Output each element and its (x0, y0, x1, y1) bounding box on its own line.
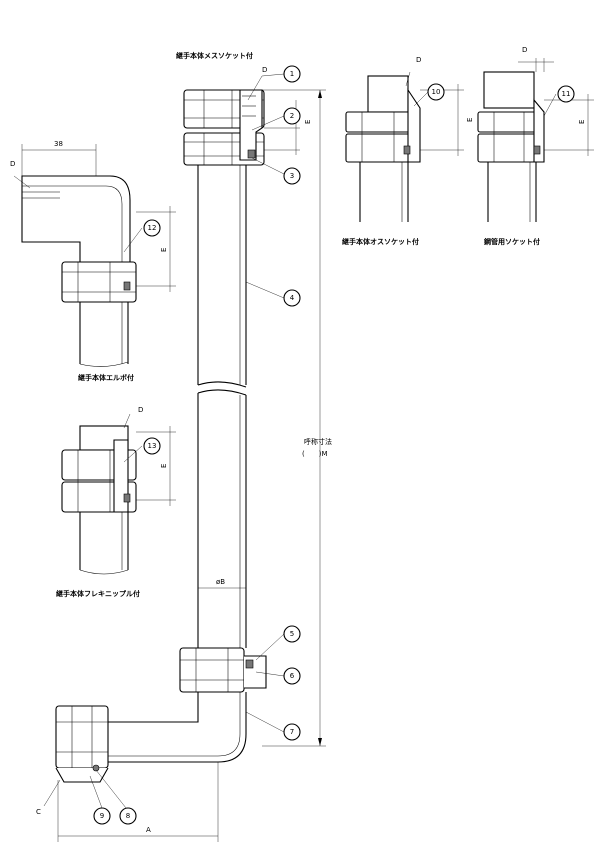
dim-nominal-label: 呼称寸法 (304, 437, 332, 446)
dim-e-elbow: E (160, 248, 168, 252)
caption-female-socket: 継手本体メスソケット付 (176, 51, 253, 60)
elbow-detail (21, 144, 176, 367)
dim-e-top: E (304, 120, 312, 124)
bottom-left-nut (55, 705, 109, 783)
main-assembly (55, 89, 326, 842)
dim-e-male: E (466, 118, 474, 122)
part-balloon-2: 2 (283, 107, 301, 125)
part-balloon-3: 3 (283, 167, 301, 185)
dim-d-male: D (416, 56, 421, 64)
svg-text:9: 9 (100, 812, 104, 820)
bottom-nut (179, 647, 267, 693)
flexible-nipple-detail (61, 425, 176, 575)
dim-corner-c: C (36, 808, 41, 816)
caption-steel-socket: 鋼管用ソケット付 (483, 237, 540, 246)
dim-e-steel: E (578, 120, 586, 124)
dim-nominal-value: ( )M (302, 450, 328, 458)
part-balloon-11: 11 (557, 85, 575, 103)
svg-text:12: 12 (148, 224, 157, 232)
part-balloons: 1 2 3 4 5 6 7 8 9 10 11 12 13 (93, 65, 575, 825)
dim-diameter-b: øB (216, 578, 225, 586)
part-balloon-6: 6 (283, 667, 301, 685)
part-balloon-12: 12 (143, 219, 161, 237)
part-balloon-13: 13 (143, 437, 161, 455)
part-balloon-8: 8 (119, 807, 137, 825)
caption-male-socket: 継手本体オスソケット付 (342, 237, 419, 246)
svg-text:7: 7 (290, 728, 294, 736)
labels: 継手本体メスソケット付 継手本体オスソケット付 鋼管用ソケット付 継手本体エルボ… (10, 46, 586, 834)
svg-text:1: 1 (290, 70, 294, 78)
svg-text:4: 4 (290, 294, 295, 302)
part-balloon-10: 10 (427, 83, 445, 101)
svg-text:13: 13 (148, 442, 157, 450)
dim-length-a: A (146, 826, 151, 834)
part-balloon-4: 4 (283, 289, 301, 307)
part-balloon-1: 1 (283, 65, 301, 83)
svg-text:10: 10 (432, 88, 441, 96)
svg-text:2: 2 (290, 112, 294, 120)
dim-d-steel: D (522, 46, 527, 54)
svg-text:3: 3 (290, 172, 294, 180)
leader-lines (13, 71, 557, 809)
svg-text:6: 6 (290, 672, 295, 680)
vertical-hose (197, 165, 247, 648)
svg-text:8: 8 (126, 812, 130, 820)
male-socket-detail (345, 75, 464, 222)
dim-elbow-width: 38 (54, 140, 63, 148)
dim-e-nipple: E (160, 464, 168, 468)
svg-text:5: 5 (290, 630, 294, 638)
part-balloon-9: 9 (93, 807, 111, 825)
part-balloon-5: 5 (283, 625, 301, 643)
dim-d-top: D (262, 66, 267, 74)
dim-d-elbow: D (10, 160, 15, 168)
dim-d-nipple: D (138, 406, 143, 414)
caption-elbow: 継手本体エルボ付 (78, 373, 134, 382)
svg-text:11: 11 (562, 90, 571, 98)
part-balloon-7: 7 (283, 723, 301, 741)
caption-flexible-nipple: 継手本体フレキニップル付 (56, 589, 140, 598)
steel-socket-detail (477, 58, 594, 222)
